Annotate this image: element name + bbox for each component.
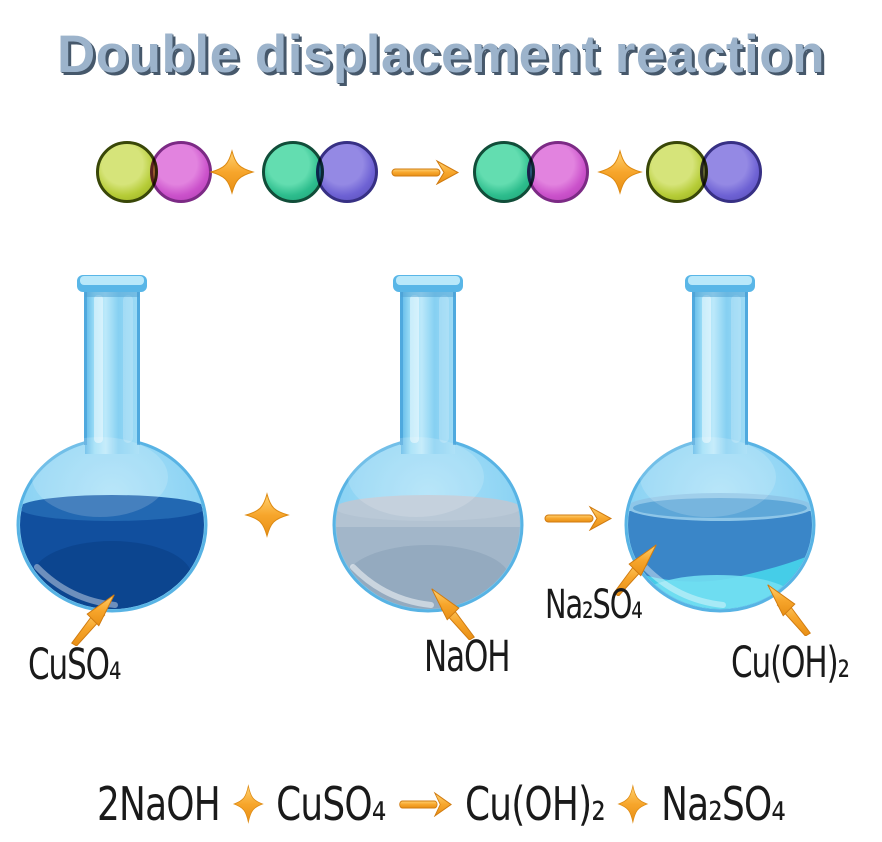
chemical-equation: 2NaOH CuSO₄ Cu(OH)₂ Na₂SO₄ xyxy=(96,772,786,836)
cuso4-liquid xyxy=(20,495,204,609)
flask-naoh xyxy=(332,275,524,613)
cuso4-pointer-arrow-icon xyxy=(71,594,115,646)
atom-yellow-green xyxy=(96,141,158,203)
arrow-icon xyxy=(391,159,460,185)
molecule-pair-product-2 xyxy=(646,141,762,203)
naoh-pointer-arrow-icon xyxy=(431,588,475,640)
atom-purple xyxy=(316,141,378,203)
atom-teal-green xyxy=(262,141,324,203)
flask-label-na2so4: Na₂SO₄ xyxy=(545,582,643,628)
cuoh2-pointer-arrow-icon xyxy=(767,584,811,636)
flask-label-cuso4: CuSO₄ xyxy=(28,640,121,690)
atom-teal-green xyxy=(473,141,535,203)
flask-products xyxy=(624,275,816,613)
equation-term-cuoh2: Cu(OH)₂ xyxy=(464,777,606,831)
atom-magenta xyxy=(150,141,212,203)
flask-cuso4 xyxy=(16,275,208,613)
plus-icon xyxy=(209,149,255,195)
molecule-pair-reactant-1 xyxy=(96,141,212,203)
plus-icon xyxy=(232,784,264,824)
atom-purple xyxy=(700,141,762,203)
molecule-pair-reactant-2 xyxy=(262,141,378,203)
equation-term-2naoh: 2NaOH xyxy=(96,777,221,831)
atom-magenta xyxy=(527,141,589,203)
equation-term-cuso4: CuSO₄ xyxy=(276,777,386,831)
plus-icon xyxy=(597,149,643,195)
na2so4-pointer-arrow-icon xyxy=(613,544,657,596)
equation-term-na2so4: Na₂SO₄ xyxy=(661,777,786,831)
molecule-pair-product-1 xyxy=(473,141,589,203)
plus-icon xyxy=(617,784,649,824)
flask-label-cuoh2: Cu(OH)₂ xyxy=(731,638,850,688)
page-title: Double displacement reaction xyxy=(57,25,825,84)
flask-label-naoh: NaOH xyxy=(424,632,511,682)
atom-yellow-green xyxy=(646,141,708,203)
arrow-icon xyxy=(399,791,452,817)
arrow-icon xyxy=(544,505,613,531)
plus-icon xyxy=(244,492,290,538)
